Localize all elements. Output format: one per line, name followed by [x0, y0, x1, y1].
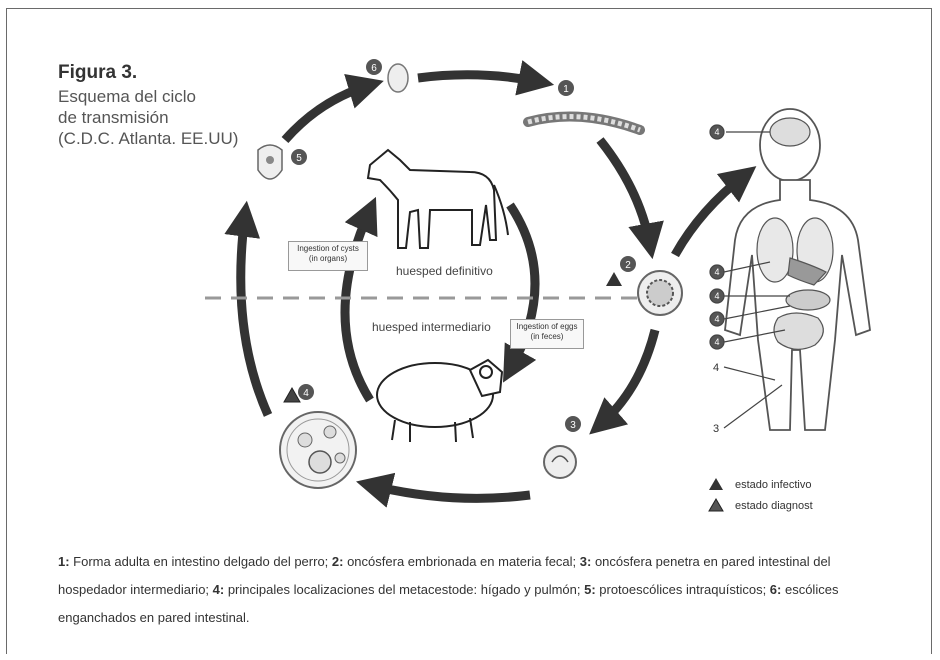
figure-caption: 1: Forma adulta en intestino delgado del…: [58, 548, 888, 632]
legend-diagnostic: estado diagnost: [735, 500, 813, 512]
stage-1-adult-worm: 1: [528, 80, 640, 130]
box-ingestion-cysts: Ingestion of cysts (in organs): [288, 241, 368, 271]
stage-5-protoscolex: 5: [258, 145, 307, 179]
organ-label-brain: 4: [714, 127, 719, 137]
arrow-3-to-4: [370, 485, 530, 498]
arrow-5-to-6: [285, 85, 370, 140]
legend-infective-icon: [709, 478, 723, 490]
organ-label-kidney: 4: [714, 337, 719, 347]
arrow-sheep-to-dog: [345, 210, 370, 400]
caption-text-5: protoescólices intraquísticos;: [596, 582, 770, 597]
stage-3-oncosphere: 3: [544, 416, 581, 478]
arrow-6-to-1: [418, 75, 540, 82]
label-host-definitive: huesped definitivo: [396, 264, 493, 278]
caption-text-2: oncósfera embrionada en materia fecal;: [343, 554, 579, 569]
caption-num-3: 3:: [580, 554, 592, 569]
caption-text-4: principales localizaciones del metacesto…: [224, 582, 584, 597]
caption-num-5: 5:: [584, 582, 596, 597]
stage-2-egg: 2: [606, 256, 682, 315]
box-ingestion-eggs: Ingestion of eggs (in feces): [510, 319, 584, 349]
label-host-intermediate: huesped intermediario: [372, 320, 491, 334]
caption-num-1: 1:: [58, 554, 70, 569]
stage-label-6: 6: [371, 63, 377, 74]
arrow-2-to-3: [600, 330, 655, 425]
dog-illustration: [368, 150, 508, 248]
stage-6-scolex: 6: [366, 59, 408, 92]
organ-label-bone: 4: [713, 362, 719, 374]
organ-label-intestine: 3: [713, 423, 719, 435]
legend-infective: estado infectivo: [735, 479, 811, 491]
stage-label-5: 5: [296, 153, 302, 164]
caption-num-2: 2:: [332, 554, 344, 569]
stage-label-4: 4: [303, 388, 309, 399]
stage-label-3: 3: [570, 420, 576, 431]
stage-label-2: 2: [625, 260, 631, 271]
organ-label-lung: 4: [714, 267, 719, 277]
arrow-1-to-2: [600, 140, 650, 245]
organ-label-heart: 4: [714, 291, 719, 301]
stage-4-cyst: 4: [280, 384, 356, 488]
legend-diagnostic-icon: [709, 499, 723, 511]
stage-label-1: 1: [563, 84, 569, 95]
caption-num-4: 4:: [213, 582, 225, 597]
sheep-illustration: [377, 360, 502, 442]
arrow-4-to-5: [241, 215, 268, 415]
organ-label-liver: 4: [714, 314, 719, 324]
caption-num-6: 6:: [770, 582, 782, 597]
caption-text-1: Forma adulta en intestino delgado del pe…: [70, 554, 332, 569]
